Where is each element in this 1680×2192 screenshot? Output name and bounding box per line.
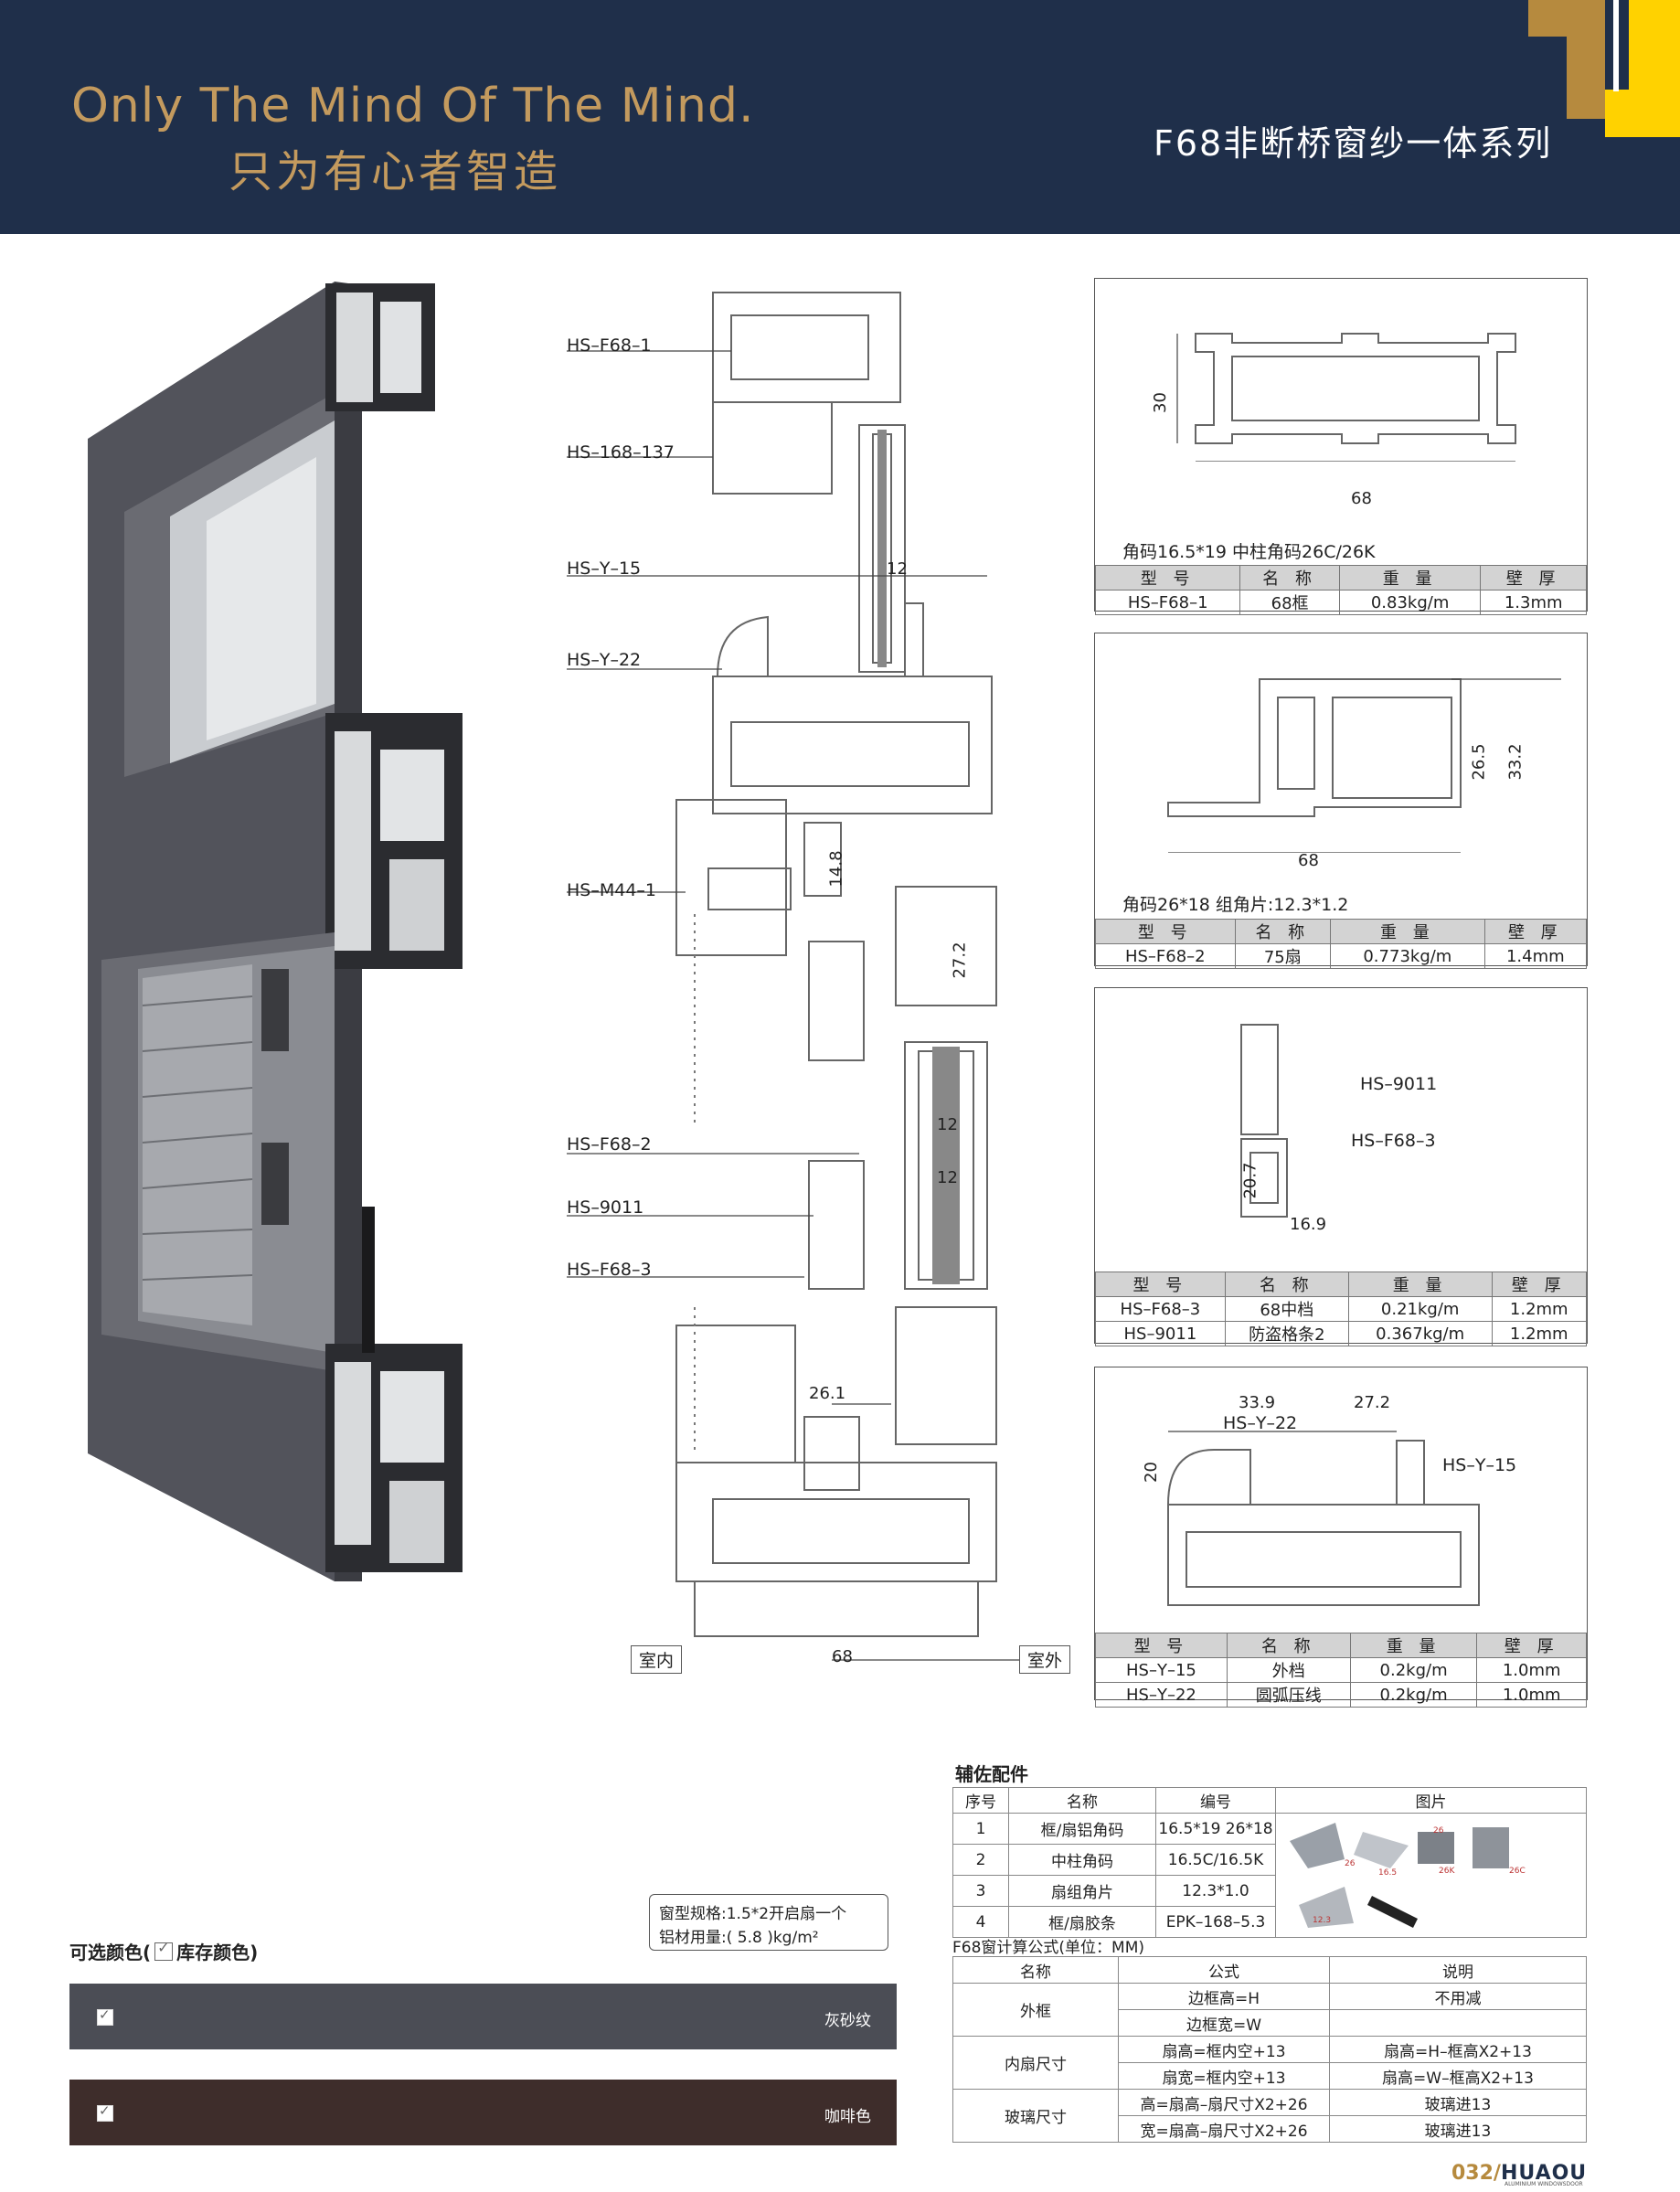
label-hs-m44-1: HS–M44–1 — [567, 880, 657, 900]
dim-26-1: 26.1 — [809, 1384, 846, 1403]
panel3-label-b: HS–F68–3 — [1351, 1131, 1436, 1151]
color-name: 咖啡色 — [824, 2108, 871, 2126]
panel2-dim-h2: 33.2 — [1505, 743, 1526, 781]
indoor-label: 室内 — [631, 1645, 683, 1674]
slogan-chinese: 只为有心者智造 — [229, 146, 562, 197]
header-band — [0, 0, 1680, 234]
profile-drawing-hs-f68-1 — [1176, 333, 1516, 462]
dim-68-bottom: 68 — [832, 1647, 853, 1666]
panel1-dim-w: 68 — [1351, 489, 1372, 508]
dim-14-8: 14.8 — [826, 850, 846, 888]
dim-12-mid: 12 — [937, 1115, 958, 1134]
brand-name: HUAOU — [1500, 2162, 1588, 2185]
color-name: 灰砂纹 — [824, 2012, 871, 2030]
checkbox-icon — [97, 2102, 113, 2122]
panel1-dim-h: 30 — [1150, 392, 1170, 413]
window-3d-illustration — [88, 282, 463, 1581]
panel4-dim-a: 33.9 — [1239, 1393, 1276, 1412]
panel2-dim-w: 68 — [1298, 851, 1319, 870]
formula-title: F68窗计算公式(单位：MM) — [952, 1939, 1145, 1957]
panel3-dim-h: 20.7 — [1240, 1162, 1260, 1199]
page-number: 032/ — [1451, 2162, 1501, 2185]
panel2-note: 角码26*18 组角片:12.3*1.2 — [1122, 895, 1349, 915]
checkbox-icon — [97, 2006, 113, 2026]
profile-panel-hs-f68-3: HS–9011 HS–F68–3 20.7 16.9 型 号名 称重 量壁 厚 … — [1094, 987, 1588, 1346]
dim-12-top: 12 — [887, 559, 908, 579]
panel2-dim-h1: 26.5 — [1469, 743, 1489, 781]
outdoor-label: 室外 — [1019, 1645, 1071, 1674]
label-hs-9011: HS–9011 — [567, 1197, 644, 1218]
panel3-label-a: HS–9011 — [1360, 1074, 1438, 1094]
panel4-label-a: HS–Y–22 — [1223, 1413, 1298, 1433]
accessory-parts-icon — [1289, 1823, 1509, 1928]
dim-12-low: 12 — [937, 1168, 958, 1187]
label-hs-y-15: HS–Y–15 — [567, 559, 642, 579]
profile-drawing-hs-f68-2 — [1167, 678, 1561, 853]
usage-line-2: 铝材用量:( 5.8 )kg/m² — [659, 1929, 819, 1947]
label-hs-168-137: HS–168–137 — [567, 442, 675, 463]
panel1-note: 角码16.5*19 中柱角码26C/26K — [1122, 542, 1376, 562]
panel4-label-b: HS–Y–15 — [1442, 1455, 1517, 1475]
checkbox-icon: ✓ — [154, 1939, 174, 1961]
accessories-image-cell: 26 16.5 26 26K 26C 12.3 — [1275, 1813, 1587, 1938]
brand-logo-mark — [1528, 0, 1680, 137]
panel4-dim-b: 27.2 — [1354, 1393, 1391, 1412]
page-footer: 032/HUAOU ALUMINIUM WINDOWSDOOR — [1451, 2162, 1587, 2187]
colors-title: 可选颜色(✓库存颜色) — [69, 1939, 259, 1963]
profile-drawing-hs-f68-3 — [1240, 1024, 1288, 1218]
usage-line-1: 窗型规格:1.5*2开启扇一个 — [659, 1905, 847, 1923]
slogan-english: Only The Mind Of The Mind. — [71, 79, 755, 133]
brand-subtitle: ALUMINIUM WINDOWSDOOR — [1505, 2181, 1583, 2187]
label-hs-f68-1: HS–F68–1 — [567, 335, 652, 356]
profile-drawing-hs-y — [1166, 1431, 1480, 1606]
label-hs-y-22: HS–Y–22 — [567, 650, 642, 670]
series-title: F68非断桥窗纱一体系列 — [1154, 123, 1553, 164]
profile-panel-hs-f68-1: 30 68 角码16.5*19 中柱角码26C/26K 型 号名 称重 量壁 厚… — [1094, 278, 1588, 615]
dim-27-2: 27.2 — [950, 942, 970, 979]
color-swatch-grey[interactable]: 灰砂纹 — [69, 1984, 897, 2049]
color-swatch-coffee[interactable]: 咖啡色 — [69, 2080, 897, 2145]
panel3-dim-w: 16.9 — [1290, 1215, 1327, 1234]
section-drawing — [567, 292, 1019, 1661]
material-usage-box: 窗型规格:1.5*2开启扇一个 铝材用量:( 5.8 )kg/m² — [649, 1894, 888, 1951]
accessories-title: 辅佐配件 — [955, 1763, 1028, 1785]
profile-panel-hs-y: 33.9 27.2 20 HS–Y–22 HS–Y–15 型 号名 称重 量壁 … — [1094, 1367, 1588, 1708]
label-hs-f68-3: HS–F68–3 — [567, 1260, 652, 1280]
label-hs-f68-2: HS–F68–2 — [567, 1134, 652, 1155]
panel4-dim-h: 20 — [1141, 1462, 1161, 1483]
profile-panel-hs-f68-2: 26.5 33.2 68 角码26*18 组角片:12.3*1.2 型 号名 称… — [1094, 633, 1588, 969]
